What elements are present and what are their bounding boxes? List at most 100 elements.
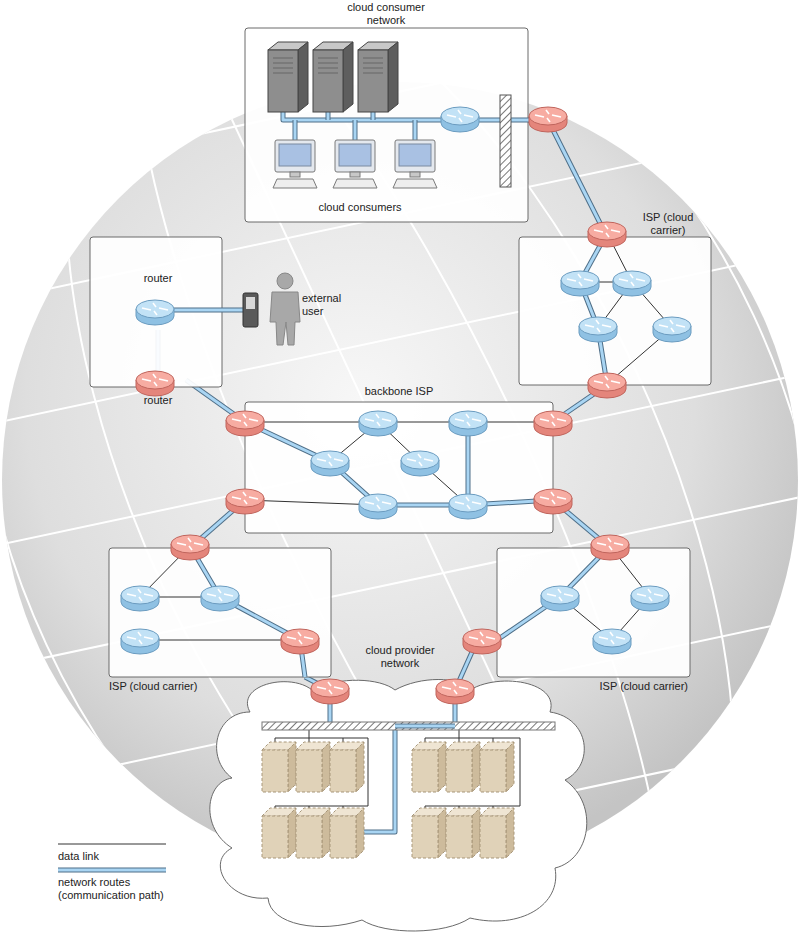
route-line — [528, 120, 607, 237]
router-arrow — [376, 414, 379, 418]
edge-router-icon — [136, 371, 174, 396]
router-arrow — [614, 543, 623, 545]
edge-router-icon — [311, 679, 349, 704]
network-box — [109, 548, 331, 677]
router-arrow — [584, 279, 593, 281]
router-arrow — [552, 422, 555, 426]
network-box: ISP (cloud carrier) — [109, 548, 331, 677]
router-arrow — [138, 589, 141, 593]
router-arrow — [232, 497, 241, 499]
router-arrow — [472, 502, 481, 504]
illustration-group — [245, 28, 567, 222]
edge-router-icon — [534, 489, 572, 514]
router-arrow — [139, 640, 142, 644]
server-side — [472, 808, 480, 858]
router-top — [171, 535, 209, 553]
data-link — [245, 422, 553, 423]
text-slot: cloud provider network — [355, 644, 445, 670]
virtual-server — [262, 808, 296, 858]
router-arrow — [154, 382, 157, 386]
router-arrow — [606, 384, 609, 388]
router-arrow — [249, 419, 258, 421]
server-side — [343, 42, 353, 112]
router-top — [631, 586, 669, 604]
router-arrow — [648, 589, 651, 593]
server-front — [262, 750, 288, 792]
virtual-server — [330, 808, 364, 858]
network-box: cloud consumerscloud consumer network — [245, 28, 528, 222]
virtual-server — [480, 742, 514, 792]
router-arrow — [232, 419, 241, 421]
router-arrow — [144, 594, 153, 596]
router-arrow — [605, 225, 608, 229]
router-arrow — [329, 690, 332, 694]
router-arrow — [453, 682, 456, 686]
server-side — [288, 742, 296, 792]
monitor — [335, 140, 375, 172]
router-arrow — [382, 502, 391, 504]
router-icon — [653, 317, 691, 342]
router-arrow — [649, 597, 652, 601]
route-line — [497, 546, 610, 640]
route-line-edge — [364, 690, 455, 832]
virtual-server — [412, 742, 446, 792]
router-arrow — [676, 325, 685, 327]
group-label: cloud consumers — [285, 201, 435, 214]
router-arrow — [605, 376, 608, 380]
keyboard — [333, 179, 377, 188]
text-slot: ISP (cloud carrier) — [626, 211, 710, 237]
router-arrow — [127, 637, 136, 639]
server-front — [296, 750, 322, 792]
desktop-computer — [333, 140, 377, 188]
router-arrow — [609, 546, 612, 550]
router-arrow — [547, 594, 556, 596]
route-line-edge — [283, 112, 442, 120]
router-arrow — [317, 459, 326, 461]
router-top — [449, 494, 487, 512]
router-label: router — [130, 272, 186, 285]
legend-entry: data link — [58, 840, 178, 863]
router-arrow — [317, 687, 326, 689]
network-heading: ISP (cloud carrier) — [626, 211, 710, 237]
data-link — [245, 500, 378, 505]
router-top — [579, 317, 617, 335]
router-arrow — [611, 381, 620, 383]
server-side — [322, 808, 330, 858]
router-arrow — [328, 454, 331, 458]
router-top — [591, 535, 629, 553]
router-arrow — [637, 594, 646, 596]
router-arrow — [299, 640, 302, 644]
route-line-edge — [413, 120, 418, 140]
router-icon — [631, 586, 669, 611]
server-vent — [273, 63, 293, 64]
node-illustration — [497, 548, 690, 677]
router-icon — [441, 107, 479, 132]
node-illustration — [245, 402, 553, 533]
router-arrow — [551, 492, 554, 496]
router-arrow — [535, 115, 544, 117]
legend-text: data link — [58, 850, 178, 863]
router-arrow — [599, 637, 608, 639]
firewall — [500, 95, 511, 187]
router-icon — [613, 271, 651, 296]
person-body — [270, 292, 300, 345]
globe-parallel — [0, 0, 800, 233]
router-arrow — [382, 419, 391, 421]
illustration-group — [109, 535, 331, 677]
text-slot: ISP (cloud carrier) — [580, 680, 688, 693]
monitor-stand — [350, 172, 360, 177]
text-slot: router — [130, 272, 186, 285]
router-arrow — [442, 687, 451, 689]
router-arrow — [467, 422, 470, 426]
router-arrow — [219, 597, 222, 601]
router-arrow — [559, 597, 562, 601]
router-arrow — [608, 538, 611, 542]
router-top — [311, 451, 349, 469]
route-connector — [528, 120, 607, 237]
router-icon — [359, 411, 397, 436]
keyboard — [393, 179, 437, 188]
router-arrow — [365, 502, 374, 504]
route-line — [327, 112, 330, 120]
